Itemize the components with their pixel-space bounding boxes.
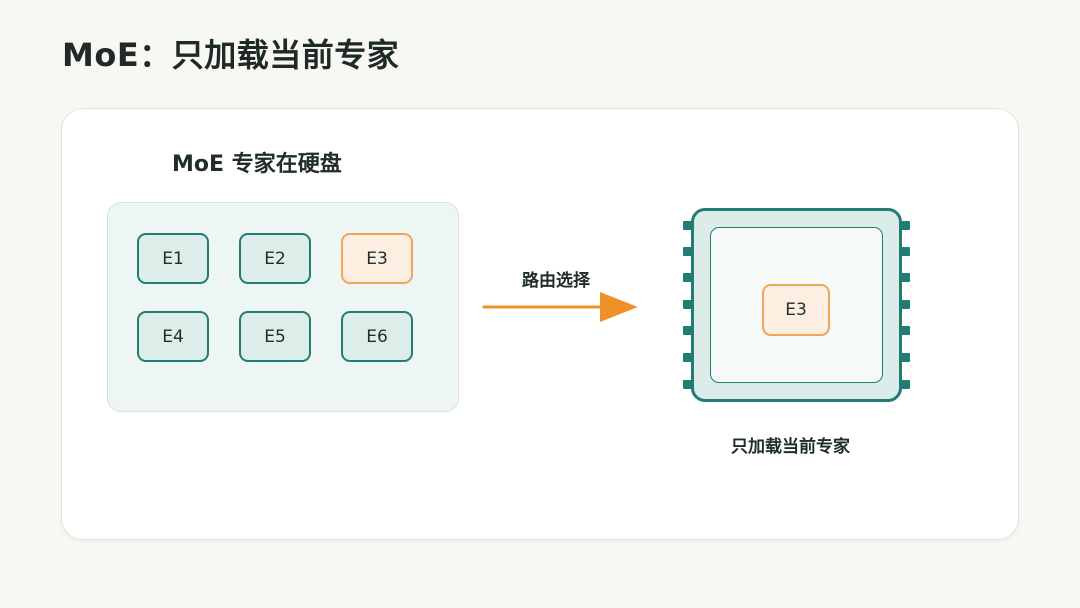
chip-pin [901,221,910,230]
chip-caption: 只加载当前专家 [731,437,850,457]
chip-pin [683,221,692,230]
expert-e2: E2 [239,233,311,284]
route-arrow-icon [482,292,638,322]
chip-pin [683,247,692,256]
loaded-expert-e3: E3 [762,284,830,336]
chip-pin [683,326,692,335]
chip-pin [901,353,910,362]
page-title: MoE：只加载当前专家 [62,36,400,74]
chip-pin [683,300,692,309]
chip-pin [901,300,910,309]
chip-pin [901,326,910,335]
expert-e1: E1 [137,233,209,284]
chip-pin [901,273,910,282]
chip-pin [683,273,692,282]
expert-e6: E6 [341,311,413,362]
route-label: 路由选择 [522,271,590,291]
arrow-head [600,292,638,322]
chip-pin [901,380,910,389]
expert-e4: E4 [137,311,209,362]
expert-e3-selected: E3 [341,233,413,284]
expert-e5: E5 [239,311,311,362]
chip-pin [901,247,910,256]
chip-pin [683,353,692,362]
disk-label: MoE 专家在硬盘 [172,152,342,177]
chip-pin [683,380,692,389]
